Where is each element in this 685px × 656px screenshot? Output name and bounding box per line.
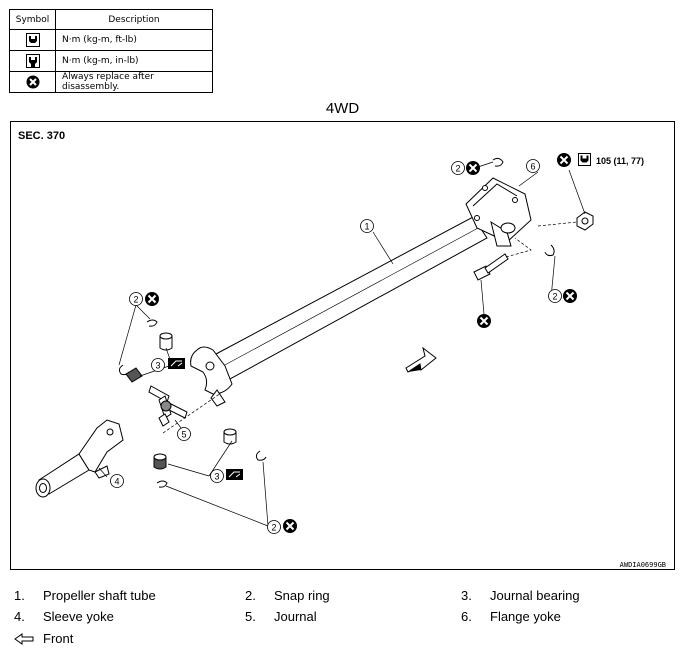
callout-2: 2 bbox=[267, 520, 281, 534]
front-arrow-icon bbox=[14, 633, 34, 645]
flange-nut bbox=[576, 211, 594, 231]
svg-text:2: 2 bbox=[455, 164, 460, 174]
torque-wrench-icon bbox=[25, 33, 40, 47]
flange-yoke bbox=[465, 177, 532, 247]
leader-lines bbox=[98, 161, 586, 527]
callout-2: 2 bbox=[451, 161, 465, 175]
callout-2: 2 bbox=[129, 292, 143, 306]
legend-header-symbol: Symbol bbox=[9, 9, 56, 30]
callout-5: 5 bbox=[177, 427, 191, 441]
svg-text:5: 5 bbox=[181, 430, 186, 440]
section-label: SEC. 370 bbox=[18, 130, 65, 142]
torque-value: 105 (11, 77) bbox=[596, 156, 644, 166]
svg-text:3: 3 bbox=[155, 361, 160, 371]
svg-text:3: 3 bbox=[214, 472, 219, 482]
propeller-shaft-tube bbox=[215, 216, 488, 380]
callout-4: 4 bbox=[110, 474, 124, 488]
always-replace-icon bbox=[556, 152, 572, 168]
journal-cross bbox=[148, 385, 188, 427]
grease-icon bbox=[168, 358, 185, 369]
callout-1: 1 bbox=[360, 219, 374, 233]
svg-text:6: 6 bbox=[530, 162, 535, 172]
tube-yoke bbox=[190, 346, 233, 407]
always-replace-icon bbox=[144, 291, 160, 307]
flange-bolt bbox=[473, 253, 509, 281]
callout-2: 2 bbox=[548, 289, 562, 303]
legend-row-description: N·m (kg-m, in-lb) bbox=[55, 50, 213, 72]
grease-icon bbox=[226, 469, 243, 480]
always-replace-icon bbox=[476, 313, 492, 329]
legend-row-description: Always replace after disassembly. bbox=[55, 71, 213, 93]
diagram-drawing: SEC. 370 bbox=[18, 130, 666, 569]
snap-ring bbox=[118, 157, 555, 488]
svg-text:4: 4 bbox=[114, 477, 119, 487]
exploded-diagram: SEC. 370 bbox=[10, 121, 675, 570]
svg-text:2: 2 bbox=[271, 523, 276, 533]
legend-row-description: N·m (kg-m, ft-lb) bbox=[55, 29, 213, 51]
callout-6: 6 bbox=[526, 159, 540, 173]
figure-code: AWDIA0699GB bbox=[620, 561, 666, 569]
front-arrow-icon bbox=[405, 346, 437, 373]
svg-text:2: 2 bbox=[552, 292, 557, 302]
always-replace-icon bbox=[282, 518, 298, 534]
svg-text:2: 2 bbox=[133, 295, 138, 305]
torque-wrench-small-icon bbox=[25, 54, 40, 68]
assembly-lines bbox=[162, 221, 578, 434]
always-replace-icon bbox=[465, 160, 481, 176]
callout-3: 3 bbox=[151, 358, 165, 372]
callout-3: 3 bbox=[210, 469, 224, 483]
sleeve-yoke bbox=[35, 419, 124, 498]
journal-bearing bbox=[125, 332, 237, 470]
front-label: Front bbox=[43, 631, 74, 646]
variant-title: 4WD bbox=[325, 100, 360, 117]
leader-line bbox=[480, 279, 485, 315]
always-replace-icon bbox=[26, 75, 39, 89]
torque-wrench-icon bbox=[578, 153, 591, 166]
legend-header-description: Description bbox=[55, 9, 213, 30]
always-replace-icon bbox=[562, 288, 578, 304]
svg-text:1: 1 bbox=[364, 222, 369, 232]
symbol-legend-table: Symbol Description N·m (kg-m, ft-lb) N·m… bbox=[9, 9, 213, 93]
